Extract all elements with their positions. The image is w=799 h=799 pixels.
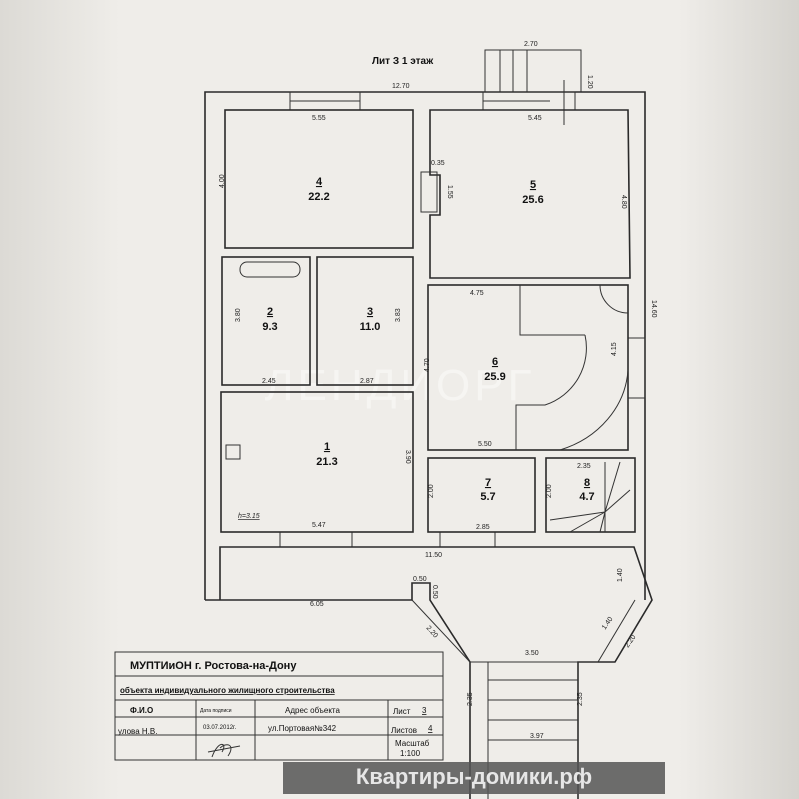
- dim-label: 4.70: [424, 358, 431, 372]
- room-6: [427, 284, 629, 451]
- room-1: [220, 391, 414, 533]
- room-number: 7: [485, 477, 491, 489]
- dim-label: 2.35: [577, 692, 584, 706]
- room-number: 1: [324, 441, 330, 453]
- dim-label: 11.50: [425, 552, 442, 559]
- room-5: [429, 109, 631, 279]
- dim-label: 2.85: [476, 524, 490, 531]
- fio-label: Ф.И.О: [130, 706, 153, 715]
- dim-label: 1.55: [446, 185, 453, 199]
- date-label: Дата подписи: [200, 708, 232, 714]
- staircase-8: [549, 461, 631, 533]
- plan-title: Лит З 1 этаж: [372, 56, 434, 67]
- dim-label: 0.50: [413, 576, 427, 583]
- dim-label: 2.35: [577, 463, 591, 470]
- address-value: ул.Портовая№342: [268, 724, 337, 733]
- dim-label: 2.35: [467, 692, 474, 706]
- address-label: Адрес объекта: [285, 706, 341, 715]
- sheet-value: 3: [422, 706, 427, 715]
- room-3: [316, 256, 414, 386]
- sign-date: 03.07.2012г.: [203, 725, 236, 731]
- room-8: [545, 457, 636, 533]
- dim-label: 14.60: [650, 300, 657, 318]
- org-name: МУПТИиОН г. Ростова-на-Дону: [130, 660, 297, 672]
- dim-label: 3.50: [525, 650, 539, 657]
- sheet-label: Лист: [393, 707, 411, 716]
- dim-label: 4.00: [219, 174, 226, 188]
- sheets-value: 4: [428, 724, 433, 733]
- dim-label: 1.20: [586, 75, 593, 89]
- dim-label: 0.50: [431, 585, 438, 599]
- dim-label: 5.55: [312, 115, 326, 122]
- dim-label: 1.40: [617, 568, 624, 582]
- dim-label: 4.80: [620, 195, 627, 209]
- title-block: МУПТИиОН г. Ростова-на-Дону объекта инди…: [114, 651, 444, 761]
- dim-label: 6.05: [310, 601, 324, 608]
- object-type: объекта индивидуального жилищного строит…: [120, 686, 335, 695]
- dim-label: 5.47: [312, 522, 326, 529]
- dim-label: 2.00: [428, 484, 435, 498]
- dim-label: 2.87: [360, 378, 374, 385]
- room-4: [224, 109, 414, 249]
- dim-label: 4.15: [611, 342, 618, 356]
- room-number: 2: [267, 306, 273, 318]
- dim-label: 3.97: [530, 733, 544, 740]
- watermark-text: Квартиры-домики.рф: [356, 764, 592, 789]
- fireplace-niche: [420, 171, 438, 213]
- person-name: улова Н.В.: [118, 727, 157, 736]
- room-number: 3: [367, 306, 373, 318]
- sheets-label: Листов: [391, 726, 417, 735]
- room-area: 25.6: [522, 194, 543, 206]
- room-area: 22.2: [308, 191, 329, 203]
- room-2: [221, 256, 311, 386]
- room-number: 8: [584, 477, 590, 489]
- dim-label: 3.83: [395, 308, 402, 322]
- room-number: 5: [530, 179, 536, 191]
- dim-label: 2.00: [546, 484, 553, 498]
- room-area: 21.3: [316, 456, 337, 468]
- bathtub-icon: [239, 261, 301, 278]
- signature: [207, 743, 241, 758]
- site-watermark: Квартиры-домики.рф: [283, 762, 665, 794]
- dim-label: 2.45: [262, 378, 276, 385]
- dim-label: 5.45: [528, 115, 542, 122]
- dim-label: 4.75: [470, 290, 484, 297]
- dim-label: 0.35: [431, 160, 445, 167]
- stove-icon: [225, 444, 241, 460]
- dim-label: 3.90: [404, 450, 411, 464]
- room-area: 25.9: [484, 371, 505, 383]
- dim-label: 3.80: [235, 308, 242, 322]
- room-area: 4.7: [579, 491, 594, 503]
- room-number: 4: [316, 176, 323, 188]
- room-number: 6: [492, 356, 498, 368]
- room-area: 11.0: [360, 321, 381, 333]
- dim-label: 5.50: [478, 441, 492, 448]
- terrace: [205, 546, 653, 799]
- dim-label: 12.70: [392, 83, 410, 90]
- spiral-staircase: [515, 284, 629, 451]
- ceiling-height-label: h=3.15: [238, 513, 260, 520]
- scale-label: Масштаб: [395, 739, 430, 748]
- scale-value: 1:100: [400, 749, 421, 758]
- room-area: 5.7: [480, 491, 495, 503]
- room-labels: 4 22.2 5 25.6 2 9.3 3 11.0 1 21.3 6 25.9…: [262, 176, 594, 503]
- room-7: [427, 457, 536, 533]
- room-area: 9.3: [262, 321, 277, 333]
- dim-label: 2.70: [524, 41, 538, 48]
